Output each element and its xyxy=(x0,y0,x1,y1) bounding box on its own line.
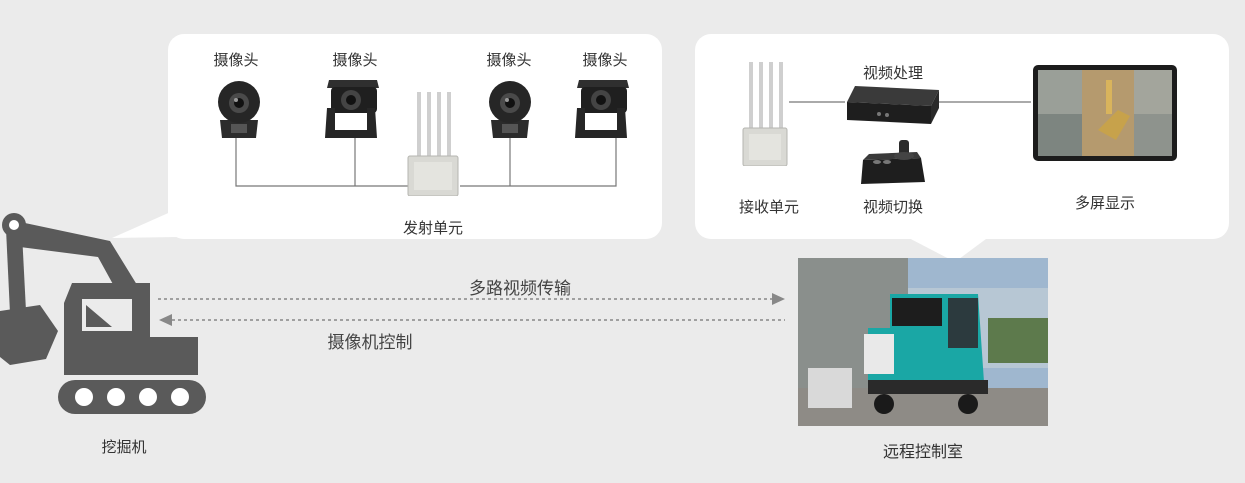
dome-camera-icon-3 xyxy=(489,81,531,138)
video-processor-icon xyxy=(847,86,939,124)
excavator-label: 挖掘机 xyxy=(101,438,147,456)
transmit-panel: 摄像头 摄像头 摄像头 摄像头 发射单元 xyxy=(168,34,662,239)
multiscreen-label: 多屏显示 xyxy=(1074,194,1135,212)
camera-label-2: 摄像头 xyxy=(332,51,378,69)
video-transmission-arrowhead xyxy=(772,293,785,305)
remote-control-room-photo xyxy=(798,258,1048,426)
remote-room-label: 远程控制室 xyxy=(882,442,963,461)
receiver-unit-icon xyxy=(742,62,788,166)
receive-panel-tail xyxy=(905,236,990,262)
camera-control-arrowhead xyxy=(159,314,172,326)
receive-panel: 接收单元 视频处理 视频切换 多屏显示 xyxy=(695,34,1229,239)
camera-label-1: 摄像头 xyxy=(213,51,259,69)
transmitter-unit-icon xyxy=(407,92,459,196)
dome-camera-icon-1 xyxy=(218,81,260,138)
video-transmission-label: 多路视频传输 xyxy=(469,279,571,299)
multiscreen-feed-icon xyxy=(1038,70,1172,156)
video-switch-joystick-icon xyxy=(861,140,925,184)
transmit-wiring xyxy=(235,138,617,187)
box-camera-icon-4 xyxy=(575,80,629,138)
camera-label-3: 摄像头 xyxy=(486,51,532,69)
camera-label-4: 摄像头 xyxy=(582,51,628,69)
receiver-label: 接收单元 xyxy=(738,198,799,216)
excavator-icon xyxy=(0,213,206,414)
video-switch-label: 视频切换 xyxy=(862,198,923,216)
multiscreen-monitor xyxy=(1033,65,1177,161)
transmitter-label: 发射单元 xyxy=(402,219,463,237)
camera-control-label: 摄像机控制 xyxy=(327,333,413,353)
receive-wiring xyxy=(789,101,1031,103)
box-camera-icon-2 xyxy=(325,80,379,138)
video-processing-label: 视频处理 xyxy=(862,64,923,82)
